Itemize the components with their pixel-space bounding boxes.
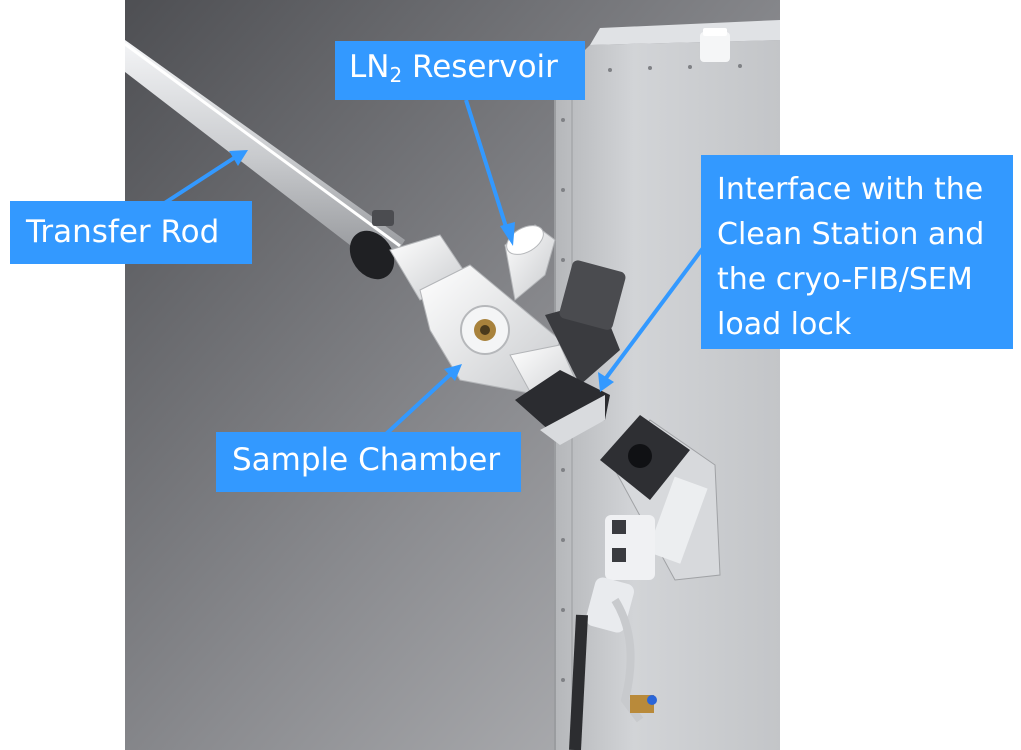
interface-label: Interface with the Clean Station and the… xyxy=(701,155,1013,349)
ln2-suffix: Reservoir xyxy=(402,49,558,85)
transfer-rod-label: Transfer Rod xyxy=(26,214,220,250)
sample-chamber-label-bg xyxy=(216,432,521,492)
ln2-prefix: LN xyxy=(349,49,390,85)
ln2-reservoir-label: LN2 Reservoir xyxy=(335,41,585,100)
interface-line-4: load lock xyxy=(717,307,852,342)
interface-line-1: Interface with the xyxy=(717,172,984,207)
sample-chamber-label: Sample Chamber xyxy=(232,442,501,478)
ln2-reservoir-label-bg xyxy=(335,41,585,100)
transfer-rod-label-bg xyxy=(10,201,252,264)
transfer-rod xyxy=(124,40,405,280)
clean-station-mount xyxy=(569,415,721,750)
interface-line-2: Clean Station and xyxy=(717,217,985,252)
ln2-subscript: 2 xyxy=(389,63,403,87)
interface-label-bg xyxy=(701,155,1013,349)
leader-arrows xyxy=(158,99,708,436)
sample-chamber-assembly xyxy=(389,224,626,445)
interface-line-3: the cryo-FIB/SEM xyxy=(717,262,973,297)
